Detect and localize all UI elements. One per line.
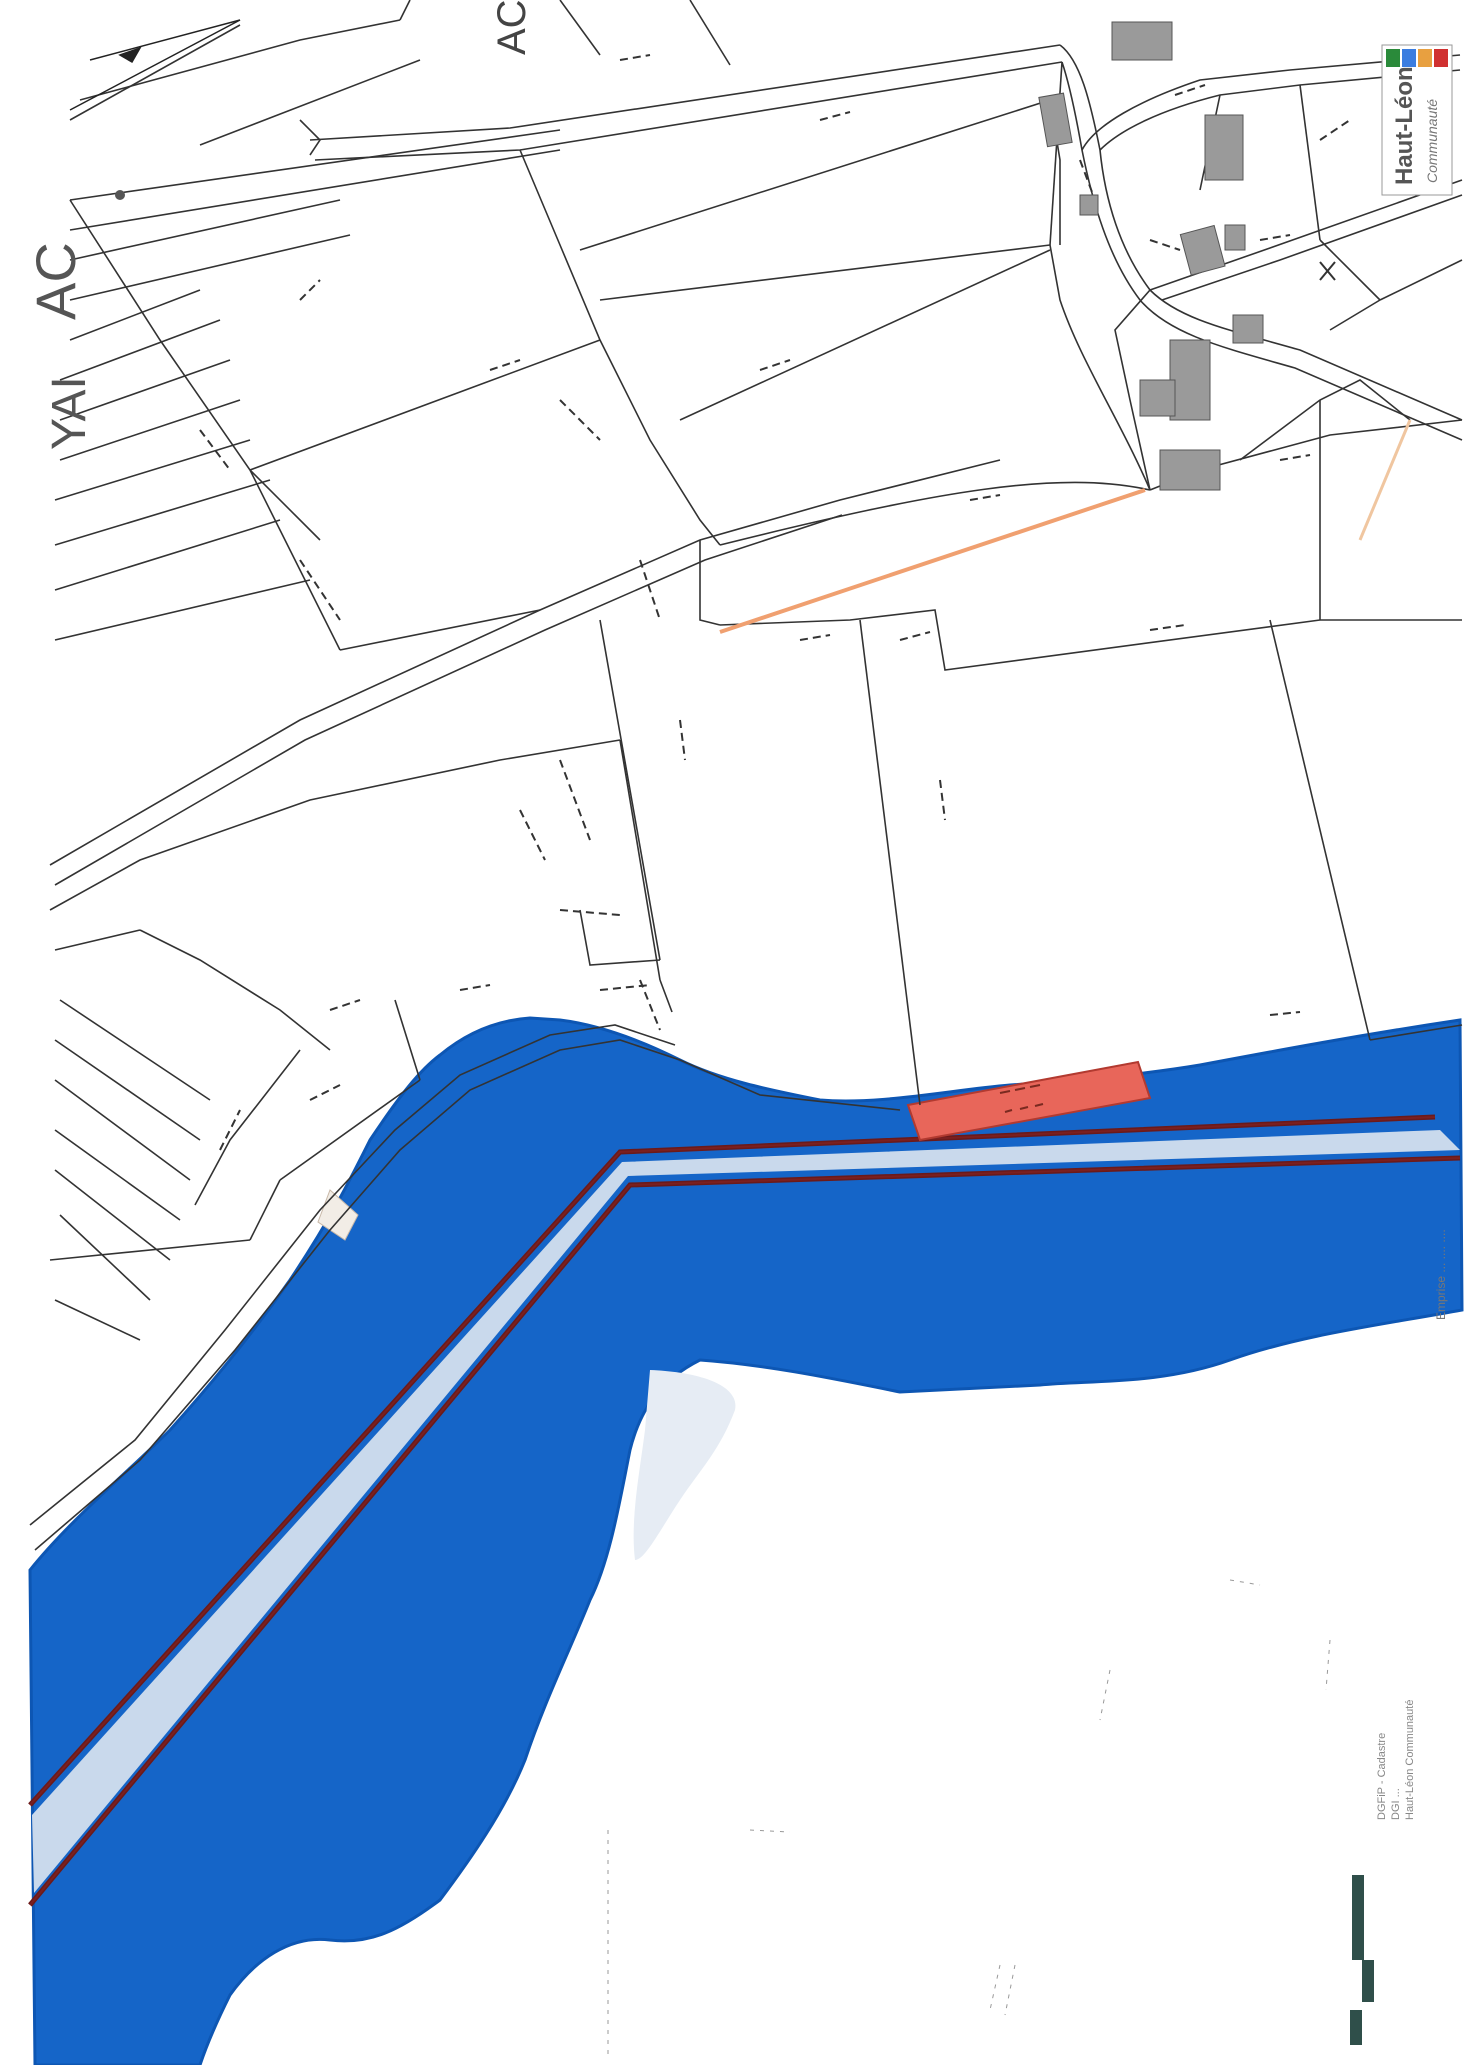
middle-road-b [54, 514, 843, 886]
sand-bank-lower [633, 1370, 736, 1560]
cross-marker-icon [1319, 261, 1336, 281]
logo-brand: Haut-Léon [1391, 66, 1418, 185]
highlighted-parcel-marks [999, 1084, 1044, 1113]
middle-road-a [49, 459, 1001, 866]
building [1232, 314, 1264, 344]
highlighted-boundary-line [719, 488, 1146, 634]
compass-icon [69, 19, 241, 111]
building [1038, 92, 1073, 148]
scale-bar-icon [1350, 1875, 1374, 2045]
river-area [28, 1016, 1464, 2067]
main-road-lower [314, 61, 1063, 161]
building [1224, 224, 1246, 251]
credit-line: Haut-Léon Communauté [1404, 1700, 1416, 1820]
handwritten-label-top: AC [490, 0, 534, 55]
building [1169, 339, 1211, 421]
highlighted-boundary-line-2 [1358, 419, 1412, 541]
building [1079, 194, 1099, 216]
highlighted-parcel [906, 1060, 1152, 1142]
road-east-b [1061, 61, 1463, 441]
building [1159, 449, 1221, 491]
logo-icon: Haut-Léon Communauté [1381, 44, 1453, 196]
survey-point-icon [115, 190, 125, 200]
building [1139, 379, 1176, 417]
boundary-marks [199, 54, 1351, 1151]
water-body [28, 1016, 1464, 2067]
handwritten-label-left: AC [24, 242, 87, 320]
building [1179, 224, 1226, 276]
river-channel [28, 1114, 1461, 1907]
handwritten-label-left-b: YAI [43, 376, 96, 450]
credit-line: DGI ... [1390, 1788, 1402, 1820]
parcel-lines [29, 0, 1463, 1551]
credits-block: DGFiP - Cadastre DGI ... Haut-Léon Commu… [1376, 1700, 1416, 1820]
road-east-a [1059, 44, 1463, 421]
buildings [1038, 21, 1264, 491]
faint-marks [607, 1579, 1331, 2060]
building [1204, 114, 1244, 181]
building [1111, 21, 1173, 61]
main-road-upper [309, 44, 1061, 141]
sidebar-caption: Emprise ... .... .... [1434, 1229, 1448, 1320]
logo-tagline: Communauté [1424, 99, 1440, 183]
credit-line: DGFiP - Cadastre [1376, 1733, 1388, 1820]
